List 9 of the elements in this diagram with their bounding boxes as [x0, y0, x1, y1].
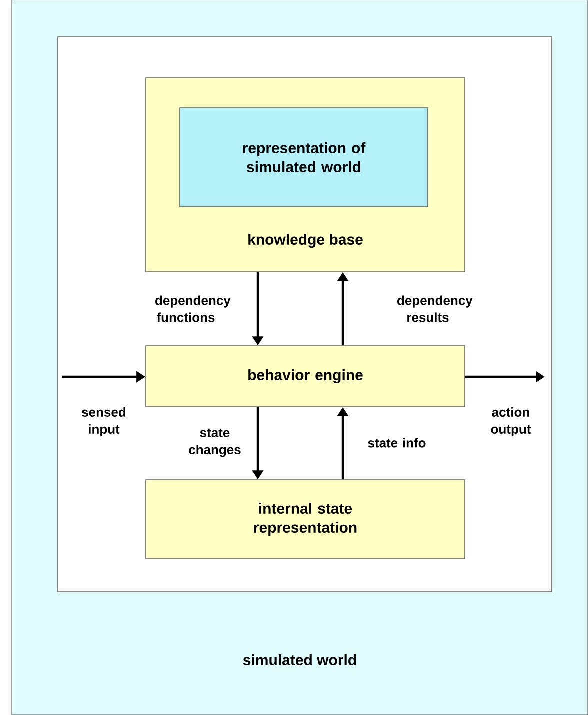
edge-label: action output	[491, 407, 532, 437]
representation-box: representation of simulated world	[180, 108, 428, 208]
engine-box: behavior engine	[146, 346, 466, 408]
state-box: internal state representation	[146, 480, 466, 560]
edge-label: dependency results	[398, 296, 473, 322]
edge-label: state changes	[189, 428, 241, 458]
edge-label: state info	[368, 438, 426, 448]
edge-label: dependency functions	[156, 296, 231, 322]
edge-label: sensed input	[82, 407, 126, 437]
